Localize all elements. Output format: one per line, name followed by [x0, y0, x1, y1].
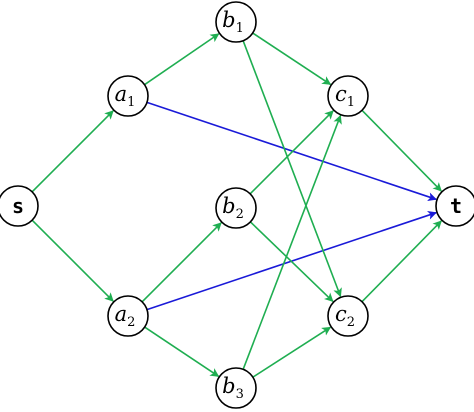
- node-label-subscript: 2: [236, 207, 244, 222]
- edge-b3-to-c1: [242, 114, 342, 370]
- node-label-s: s: [12, 194, 24, 218]
- node-circle-b2: [215, 187, 257, 229]
- edge-c2-to-t: [361, 220, 442, 303]
- node-label-base: b: [222, 374, 235, 398]
- node-label-base: b: [222, 194, 235, 218]
- node-label-base: b: [222, 8, 235, 32]
- node-circle-c2: [327, 295, 369, 337]
- node-label-base: c: [335, 302, 347, 326]
- edge-a1-to-b1: [144, 33, 220, 86]
- edge-s-to-a2: [31, 219, 114, 302]
- node-t: t: [435, 185, 474, 227]
- node-a2: a2: [107, 295, 149, 337]
- node-b1: b1: [215, 1, 257, 43]
- edge-a2-to-b3: [144, 326, 220, 378]
- node-label-c2: c2: [335, 302, 355, 330]
- node-circle-b3: [215, 367, 257, 409]
- edge-b1-to-c2: [242, 40, 342, 298]
- node-label-base: a: [115, 302, 128, 326]
- edge-s-to-a1: [31, 110, 114, 193]
- node-c1: c1: [327, 75, 369, 117]
- node-circle-a2: [107, 295, 149, 337]
- node-label-base: c: [335, 82, 347, 106]
- node-b3: b3: [215, 367, 257, 409]
- node-circle-b1: [215, 1, 257, 43]
- edge-c1-to-t: [361, 109, 442, 192]
- edge-b2-to-c2: [249, 221, 334, 303]
- node-circle-t: [435, 185, 474, 227]
- node-label-subscript: 3: [236, 387, 244, 402]
- node-label-subscript: 1: [127, 95, 135, 110]
- node-label-c1: c1: [335, 82, 355, 110]
- node-label-a1: a1: [115, 82, 136, 110]
- node-label-subscript: 1: [236, 21, 244, 36]
- node-label-a2: a2: [115, 302, 136, 330]
- node-label-b3: b3: [222, 374, 244, 402]
- edge-a1-to-t: [146, 101, 437, 202]
- node-label-subscript: 2: [347, 315, 355, 330]
- edges-layer: [31, 32, 442, 378]
- node-b2: b2: [215, 187, 257, 229]
- node-c2: c2: [327, 295, 369, 337]
- edge-b3-to-c2: [252, 326, 332, 378]
- edge-a2-to-b2: [141, 222, 222, 303]
- node-label-b2: b2: [222, 194, 244, 222]
- node-circle-s: [0, 185, 39, 227]
- node-label-base: a: [115, 82, 128, 106]
- node-label-subscript: 2: [127, 315, 135, 330]
- edge-b1-to-c1: [252, 32, 332, 86]
- edge-b2-to-c1: [249, 110, 334, 195]
- node-label-subscript: 1: [347, 95, 355, 110]
- node-s: s: [0, 185, 39, 227]
- node-circle-a1: [107, 75, 149, 117]
- node-label-t: t: [450, 194, 462, 218]
- node-label-b1: b1: [222, 8, 244, 36]
- node-circle-c1: [327, 75, 369, 117]
- node-a1: a1: [107, 75, 149, 117]
